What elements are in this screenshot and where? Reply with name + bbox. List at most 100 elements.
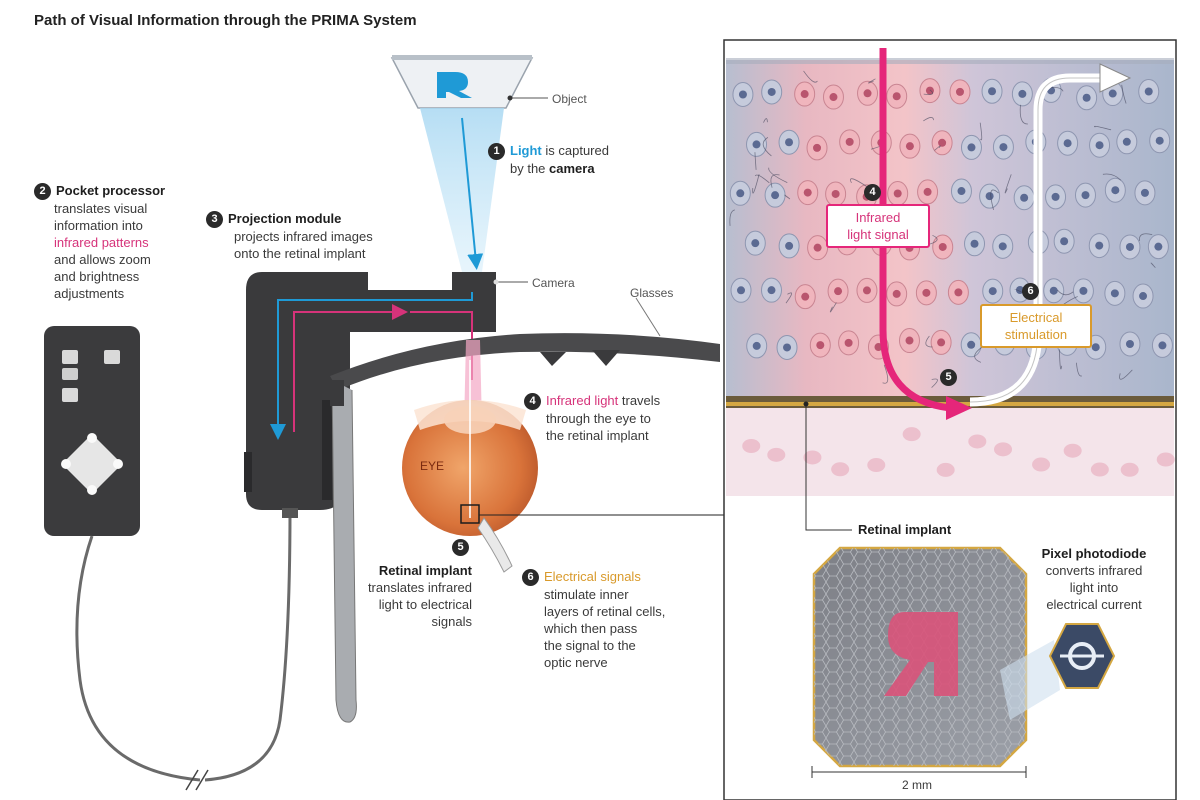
glasses <box>330 297 720 723</box>
neural-fiber <box>1150 262 1156 268</box>
step-6-electrical: Electrical signals <box>544 569 641 584</box>
retinal-cell-nucleus <box>738 90 747 99</box>
retinal-cell-nucleus <box>863 89 872 98</box>
retinal-cell-nucleus <box>736 189 745 198</box>
projection-module-device <box>244 272 528 518</box>
pixel-photodiode <box>1000 623 1116 720</box>
retinal-cell-nucleus <box>922 288 931 297</box>
neural-fiber <box>923 89 934 95</box>
retinal-cell-nucleus <box>954 288 963 297</box>
inset-step-4-badge: 4 <box>864 184 881 201</box>
step-3-badge: 3 <box>206 211 223 228</box>
retinal-cell-nucleus <box>752 341 761 350</box>
neural-fiber <box>990 189 999 210</box>
neural-fiber <box>934 145 941 151</box>
retinal-cell-nucleus <box>1095 141 1104 150</box>
neural-fiber <box>803 70 818 83</box>
pixel-line-3: electrical current <box>1046 597 1142 612</box>
neural-fiber <box>925 335 933 348</box>
light-arrow <box>461 117 484 270</box>
neural-fiber <box>763 118 768 123</box>
neural-fiber <box>1004 174 1012 194</box>
neural-fiber <box>850 178 869 188</box>
step-2-line-3: infrared patterns <box>54 235 149 250</box>
retinal-cell-nucleus <box>767 286 776 295</box>
neural-fiber <box>1062 296 1078 306</box>
infrared-signal-line-1: Infrared <box>855 210 901 225</box>
neural-fiber <box>768 167 788 184</box>
retinal-cell-nucleus <box>1111 186 1120 195</box>
subretinal-cell <box>1063 443 1082 458</box>
subretinal-cell <box>803 450 822 465</box>
retinal-cell-nucleus <box>1051 192 1060 201</box>
step-2-line-6: adjustments <box>54 286 125 301</box>
retinal-cell-nucleus <box>988 287 997 296</box>
neural-fiber <box>829 302 837 313</box>
retinal-cell-nucleus <box>893 189 902 198</box>
retinal-cell-nucleus <box>813 143 822 152</box>
retinal-cell-nucleus <box>1095 241 1104 250</box>
retinal-implant-label: Retinal implant <box>858 522 952 537</box>
pixel-line-2: light into <box>1069 580 1119 595</box>
step-6-line-3: which then pass <box>544 621 638 636</box>
neural-fiber <box>1058 349 1063 370</box>
retinal-cell-nucleus <box>737 286 746 295</box>
neural-fiber <box>1076 362 1082 377</box>
step-4-badge: 4 <box>524 393 541 410</box>
retinal-cell-nucleus <box>1122 137 1131 146</box>
retinal-cell-nucleus <box>1154 242 1163 251</box>
retinal-cell-nucleus <box>985 192 994 201</box>
neural-fiber <box>1019 104 1028 125</box>
neural-fiber <box>729 209 735 226</box>
inset-step-6-badge-wrap: 6 <box>1022 282 1044 300</box>
retinal-cell-nucleus <box>801 292 810 301</box>
neural-fiber <box>931 378 938 388</box>
retinal-cell-nucleus <box>785 138 794 147</box>
retinal-cell-nucleus <box>998 242 1007 251</box>
pixel-line-1: converts infrared <box>1045 563 1143 578</box>
neural-fiber <box>1119 369 1133 380</box>
neural-fiber <box>1057 289 1074 296</box>
inset-step-4-badge-wrap: 4 <box>864 183 886 201</box>
step-1-light: Light <box>510 143 542 158</box>
step-2-line-4: and allows zoom <box>54 252 151 267</box>
step-5-heading: Retinal implant <box>378 563 472 578</box>
subretinal-cell <box>742 438 761 453</box>
step-6-line-2: layers of retinal cells, <box>544 604 666 619</box>
eye-label: EYE <box>420 459 445 473</box>
retinal-cell-nucleus <box>925 86 934 95</box>
retinal-cell-nucleus <box>829 93 838 102</box>
retinal-cell-nucleus <box>783 343 792 352</box>
pixel-photodiode-heading: Pixel photodiode <box>1041 546 1147 561</box>
step-5-line-2: light to electrical <box>378 597 472 612</box>
retinal-cell-nucleus <box>1139 292 1148 301</box>
step-1-camera: camera <box>549 161 595 176</box>
stimulation-line-2: stimulation <box>1004 327 1068 342</box>
retinal-cell-nucleus <box>905 142 914 151</box>
retinal-cell-nucleus <box>1063 139 1072 148</box>
step-2-badge: 2 <box>34 183 51 200</box>
neural-fiber <box>752 174 760 194</box>
retinal-cell-nucleus <box>999 143 1008 152</box>
retinal-cell-nucleus <box>1060 237 1069 246</box>
retinal-implant-chip <box>803 401 1028 778</box>
electrical-stimulation-box: Electrical stimulation <box>980 304 1092 348</box>
retinal-cell-nucleus <box>938 138 947 147</box>
step-4-line-3: the retinal implant <box>546 428 649 443</box>
retinal-cell-nucleus <box>834 287 843 296</box>
retinal-cell-nucleus <box>892 92 901 101</box>
light-beam <box>420 108 504 272</box>
step-4-line-2: through the eye to <box>546 411 651 426</box>
retinal-cell-nucleus <box>967 340 976 349</box>
step-2-line-5: and brightness <box>54 269 140 284</box>
step-4-text-a: travels <box>618 393 661 408</box>
neural-fiber <box>868 78 876 84</box>
step-5-badge: 5 <box>452 539 469 556</box>
step-6-line-1: stimulate inner <box>544 587 629 602</box>
inset-step-6-badge: 6 <box>1022 283 1039 300</box>
camera-label: Camera <box>532 276 575 290</box>
pixel-photodiode-callout: Pixel photodiode converts infrared light… <box>1036 545 1152 613</box>
